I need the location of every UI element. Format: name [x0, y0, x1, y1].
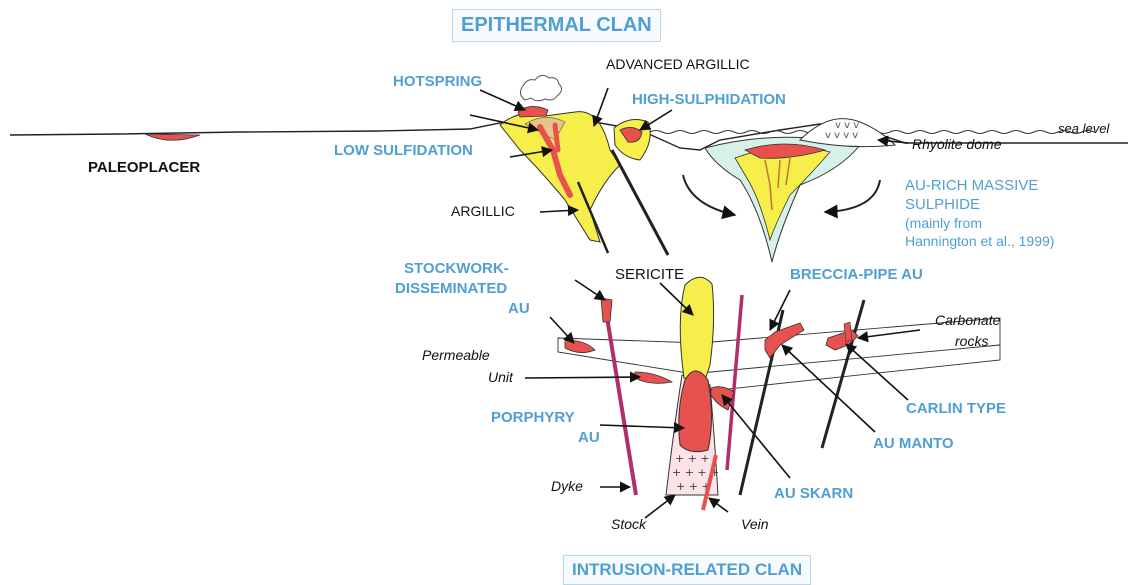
porphyry-ore — [679, 371, 712, 452]
leader-arrow — [594, 88, 608, 126]
rhyolite-dome-label: Rhyolite dome — [912, 137, 1002, 151]
carbonate-rocks-label-line1: Carbonate — [935, 313, 1000, 327]
porphyry-label-line2: AU — [578, 430, 600, 445]
massive-sulphide-label-line2: SULPHIDE — [905, 197, 980, 212]
low-sulfidation-vein — [555, 125, 558, 150]
high-sulphidation-label: HIGH-SULPHIDATION — [632, 92, 786, 107]
porphyry-label-line1: PORPHYRY — [491, 410, 575, 425]
breccia-pipe-label: BRECCIA-PIPE AU — [790, 267, 923, 282]
circulation-arrow — [825, 180, 880, 212]
svg-text:v v v: v v v — [835, 120, 859, 131]
fault-line — [612, 150, 668, 255]
leader-arrow — [525, 377, 640, 378]
carbonate-rocks-label-line2: rocks — [955, 334, 988, 348]
sericite-alteration — [680, 277, 713, 380]
stockwork-label-line3: AU — [508, 301, 530, 316]
circulation-arrow — [683, 175, 735, 215]
leader-arrow — [575, 280, 605, 300]
dyke-ore-cap — [601, 298, 612, 322]
stockwork-label-line1: STOCKWORK- — [404, 261, 509, 276]
paleoplacer-label: PALEOPLACER — [88, 160, 200, 175]
epithermal-clan-title: EPITHERMAL CLAN — [452, 9, 661, 42]
svg-text:+ + +: + + + — [675, 452, 710, 465]
unit-label: Unit — [488, 370, 513, 384]
au-manto-label: AU MANTO — [873, 436, 954, 451]
dyke-label: Dyke — [551, 479, 583, 493]
paleoplacer-lens — [145, 134, 200, 140]
sea-level-label: sea level — [1058, 122, 1109, 135]
leader-arrow — [600, 425, 684, 428]
stock-label: Stock — [611, 517, 646, 531]
massive-sulphide-note-line1: (mainly from — [905, 216, 982, 230]
argillic-label: ARGILLIC — [451, 204, 515, 218]
sericite-label: SERICITE — [615, 267, 684, 282]
advanced-argillic-label: ADVANCED ARGILLIC — [606, 57, 750, 71]
au-skarn-label: AU SKARN — [774, 486, 853, 501]
hotspring-label: HOTSPRING — [393, 74, 482, 89]
leader-arrow — [709, 498, 728, 512]
permeable-label: Permeable — [422, 348, 490, 362]
carlin-type-label: CARLIN TYPE — [906, 401, 1006, 416]
low-sulfidation-label: LOW SULFIDATION — [334, 143, 473, 158]
hotspring-steam-icon — [520, 75, 561, 100]
dyke — [605, 305, 636, 495]
leader-arrow — [645, 495, 675, 518]
massive-sulphide-label-line1: AU-RICH MASSIVE — [905, 178, 1038, 193]
leader-arrow — [480, 90, 525, 110]
vein-label: Vein — [741, 517, 769, 531]
intrusion-related-clan-title: INTRUSION-RELATED CLAN — [563, 555, 811, 585]
leader-arrow — [640, 110, 672, 130]
permeable-unit-ore — [635, 372, 672, 383]
stockwork-label-line2: DISSEMINATED — [395, 281, 507, 296]
massive-sulphide-note-line2: Hannington et al., 1999) — [905, 234, 1054, 248]
svg-text:v v v v: v v v v — [825, 130, 858, 141]
leader-arrow — [722, 395, 790, 478]
